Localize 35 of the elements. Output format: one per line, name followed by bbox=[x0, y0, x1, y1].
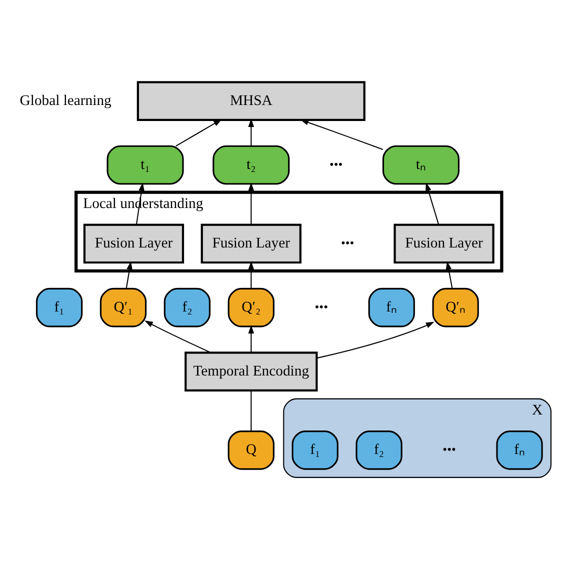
node-box: Temporal Encoding bbox=[184, 351, 318, 391]
node-box: Fusion Layer bbox=[83, 223, 184, 264]
node-box: f₂ bbox=[356, 430, 402, 470]
node-box: Fusion Layer bbox=[394, 223, 494, 264]
arrow bbox=[126, 260, 132, 288]
arrow bbox=[248, 182, 254, 224]
node-box: Q′ₙ bbox=[432, 287, 479, 327]
arrow bbox=[176, 118, 222, 146]
node-box: Fusion Layer bbox=[200, 223, 302, 264]
arrow bbox=[144, 320, 211, 352]
node-box: Q bbox=[228, 430, 274, 470]
node-box: f₁ bbox=[36, 287, 83, 327]
connector bbox=[250, 390, 252, 430]
arrow bbox=[248, 324, 254, 352]
node-box: f₁ bbox=[292, 430, 338, 470]
label: ••• bbox=[340, 235, 354, 250]
node-box: fₙ bbox=[496, 430, 543, 470]
node-box: t₁ bbox=[106, 144, 184, 184]
node-box: t₂ bbox=[212, 144, 290, 184]
node-box: fₙ bbox=[368, 287, 415, 327]
node-box: Q′₂ bbox=[228, 287, 274, 327]
node-box: Q′₁ bbox=[100, 287, 147, 327]
arrow bbox=[316, 321, 434, 358]
arrow bbox=[248, 118, 254, 146]
node-box: tₙ bbox=[382, 144, 460, 184]
label: ••• bbox=[442, 442, 456, 456]
label: ••• bbox=[329, 156, 343, 171]
arrow bbox=[426, 182, 440, 224]
arrow bbox=[446, 260, 453, 288]
label: Global learning bbox=[20, 92, 112, 108]
arrow bbox=[248, 260, 254, 288]
node-box: MHSA bbox=[136, 80, 366, 120]
node-box: f₂ bbox=[164, 287, 211, 327]
arrow bbox=[300, 119, 384, 150]
label: ••• bbox=[314, 299, 328, 314]
